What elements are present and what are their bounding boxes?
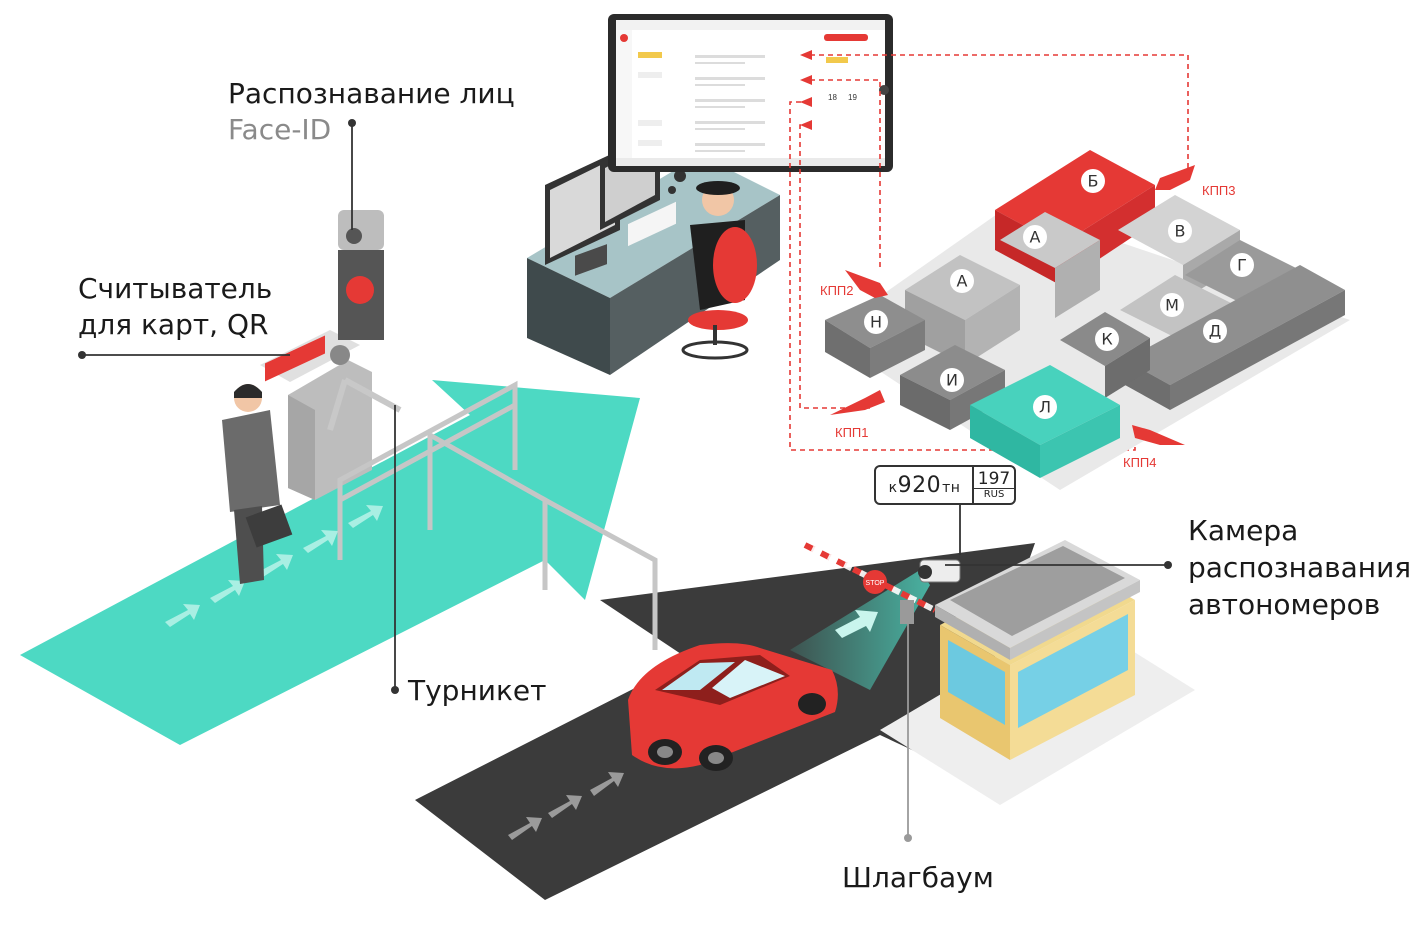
- fence-railing: [337, 380, 658, 650]
- turnstile: [260, 330, 402, 500]
- building-a-lower-badge: [950, 269, 974, 293]
- businessman: [222, 384, 293, 584]
- checkpoint-1-label: КПП1: [835, 425, 869, 440]
- callout-lines: [82, 125, 1168, 838]
- building-n-badge: [864, 310, 888, 334]
- building-d-badge: [1203, 319, 1227, 343]
- turnstile-label: Турникет: [408, 674, 547, 707]
- guard-booth: [880, 540, 1195, 805]
- building-k-label: К: [1101, 330, 1113, 349]
- building-v-badge: [1168, 219, 1192, 243]
- checkpoint-arrow-icon: [830, 390, 885, 415]
- building-labels: А Б В Г Д И К Л М Н А: [864, 169, 1254, 419]
- camera-view-cone: [790, 570, 930, 690]
- plate-letters: тн: [942, 480, 961, 496]
- barrier-gate: STOP: [803, 542, 937, 624]
- building-l-label: Л: [1039, 398, 1051, 417]
- camera-label-line1: Камера: [1188, 514, 1299, 547]
- checkpoint-arrow-icon: [845, 270, 888, 298]
- face-id-label: Face-ID: [228, 113, 332, 146]
- pedestrian-path-arrow: [20, 380, 640, 745]
- card-reader-label-line1: Считыватель: [78, 272, 273, 305]
- plate-letter-1: к: [888, 480, 898, 496]
- campus-map: [825, 150, 1350, 490]
- building-a-label: А: [1030, 228, 1041, 247]
- checkpoint-4-label: КПП4: [1123, 455, 1157, 470]
- checkpoint-2-label: КПП2: [820, 283, 854, 298]
- building-g-label: Г: [1237, 256, 1247, 275]
- building-b-badge: [1081, 169, 1105, 193]
- connection-arrow-icons: [800, 50, 812, 130]
- plate-region-code: 197: [977, 469, 1011, 489]
- building-g-badge: [1230, 253, 1254, 277]
- plate-number: к 920 тн: [876, 467, 974, 503]
- camera-label-line2: распознавания: [1188, 551, 1410, 584]
- building-a-lower-label: А: [957, 272, 968, 291]
- surveillance-display: 18 19: [608, 14, 893, 172]
- card-reader-label-line2: для карт, QR: [78, 308, 269, 341]
- building-i-badge: [940, 368, 964, 392]
- building-n-label: Н: [870, 313, 882, 332]
- callout-dots: [78, 119, 1172, 842]
- building-k-badge: [1095, 327, 1119, 351]
- red-car: [628, 643, 838, 771]
- svg-text:STOP: STOP: [866, 580, 885, 587]
- checkpoint-arrow-icon: [1132, 425, 1185, 445]
- building-i-label: И: [946, 371, 958, 390]
- plate-country: RUS: [974, 488, 1014, 500]
- building-l-badge: [1033, 395, 1057, 419]
- face-id-terminal: [338, 210, 384, 340]
- face-recognition-label: Распознавание лиц: [228, 77, 515, 110]
- building-b-label: Б: [1088, 172, 1099, 191]
- checkpoint-arrow-icon: [1155, 165, 1195, 190]
- checkpoint-3-label: КПП3: [1202, 183, 1236, 198]
- plate-digits: 920: [897, 472, 942, 498]
- plate-region: 197 RUS: [974, 467, 1014, 503]
- camera-label-line3: автономеров: [1188, 588, 1381, 621]
- barrier-label: Шлагбаум: [842, 861, 994, 894]
- svg-text:18: 18: [828, 93, 837, 102]
- motion-arrow-icon: [835, 610, 878, 638]
- building-m-badge: [1160, 293, 1184, 317]
- building-m-label: М: [1165, 296, 1179, 315]
- building-v-label: В: [1175, 222, 1186, 241]
- building-a-upper-badge: [1023, 225, 1047, 249]
- building-d-label: Д: [1209, 322, 1222, 341]
- license-plate: к 920 тн 197 RUS: [874, 465, 1016, 505]
- svg-text:19: 19: [848, 93, 857, 102]
